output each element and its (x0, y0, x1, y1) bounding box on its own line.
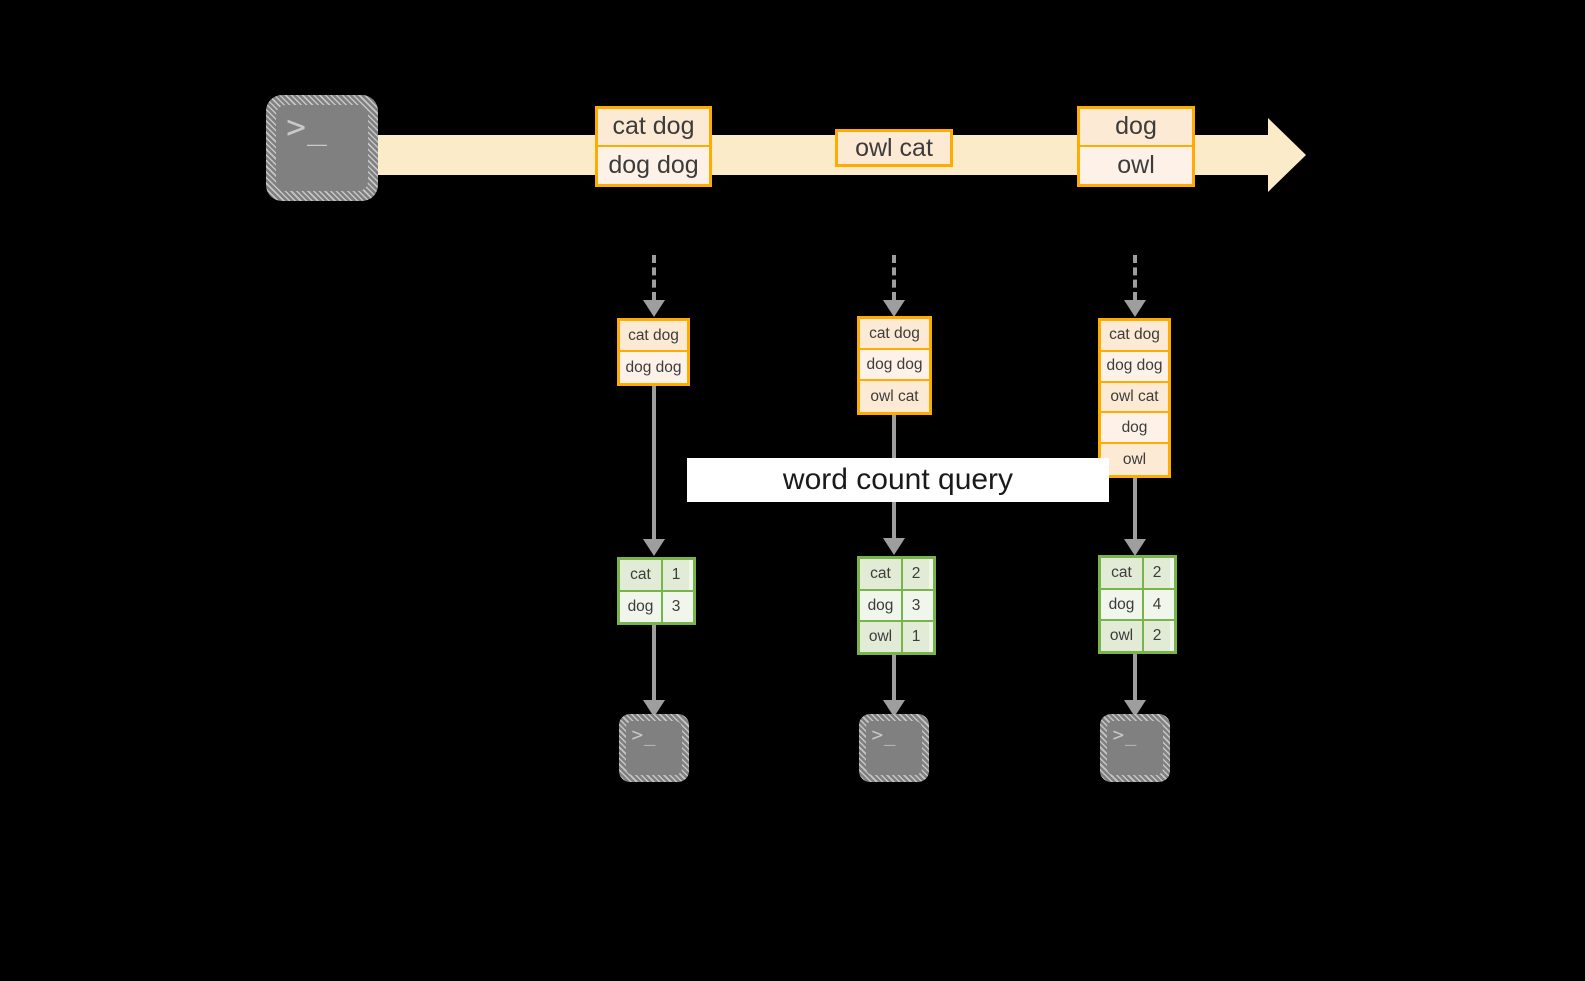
batch-1-query-arrow (643, 386, 665, 556)
result-word-cell: dog (1101, 589, 1144, 620)
stream-event-line: owl (1080, 146, 1192, 184)
result-row: owl 2 (1101, 621, 1174, 652)
trigger-arrow-batch-1 (643, 255, 665, 317)
batch-3-sink-terminal-icon[interactable]: >_ (1100, 714, 1170, 782)
batch-input-row: dog (1101, 413, 1168, 445)
result-count-cell: 2 (1144, 558, 1170, 588)
stream-event-line: cat dog (598, 109, 709, 147)
terminal-prompt-glyph: >_ (871, 724, 897, 747)
batch-2-sink-arrow (883, 655, 905, 717)
batch-3-sink-arrow (1124, 654, 1146, 717)
stream-event-line: owl cat (838, 132, 950, 164)
trigger-arrow-batch-3 (1124, 255, 1146, 317)
batch-2-input-table: cat dog dog dog owl cat (857, 316, 932, 415)
batch-input-row: owl cat (860, 381, 929, 412)
result-word-cell: dog (860, 590, 903, 621)
batch-3-query-arrow (1124, 478, 1146, 556)
stream-event-group-2: owl cat (835, 129, 953, 167)
result-count-cell: 2 (1144, 621, 1170, 652)
batch-input-row: owl cat (1101, 382, 1168, 414)
result-row: dog 3 (860, 590, 933, 623)
trigger-arrow-batch-2 (883, 255, 905, 317)
batch-input-row: cat dog (1101, 321, 1168, 352)
terminal-screen (276, 105, 368, 191)
batch-1-result-table: cat 1 dog 3 (617, 557, 696, 625)
batch-3-result-table: cat 2 dog 4 owl 2 (1098, 555, 1177, 654)
stream-event-line: dog (1080, 109, 1192, 147)
result-row: owl 1 (860, 622, 933, 653)
result-row: cat 1 (620, 560, 693, 592)
batch-input-row: owl (1101, 444, 1168, 475)
stream-event-line: dog dog (598, 146, 709, 184)
stream-event-group-1: cat dog dog dog (595, 106, 712, 187)
stream-arrowhead (1268, 118, 1306, 192)
result-word-cell: owl (860, 622, 903, 653)
result-row: dog 4 (1101, 589, 1174, 622)
batch-2-sink-terminal-icon[interactable]: >_ (859, 714, 929, 782)
batch-3-input-table: cat dog dog dog owl cat dog owl (1098, 318, 1171, 478)
result-word-cell: cat (620, 560, 663, 590)
batch-input-row: dog dog (860, 350, 929, 381)
result-word-cell: dog (620, 592, 663, 622)
batch-1-sink-terminal-icon[interactable]: >_ (619, 714, 689, 782)
result-count-cell: 1 (663, 560, 689, 590)
terminal-prompt-glyph: >_ (631, 724, 657, 747)
terminal-screen (866, 721, 922, 775)
result-word-cell: cat (1101, 558, 1144, 588)
result-row: cat 2 (860, 559, 933, 591)
batch-input-row: cat dog (860, 319, 929, 350)
result-row: cat 2 (1101, 558, 1174, 590)
terminal-prompt-glyph: >_ (286, 106, 328, 146)
result-word-cell: cat (860, 559, 903, 589)
query-label: word count query (687, 458, 1109, 502)
result-count-cell: 4 (1144, 589, 1170, 620)
stream-event-group-3: dog owl (1077, 106, 1195, 187)
result-row: dog 3 (620, 592, 693, 622)
terminal-screen (626, 721, 682, 775)
batch-2-result-table: cat 2 dog 3 owl 1 (857, 556, 936, 655)
batch-input-row: cat dog (620, 321, 687, 352)
terminal-screen (1107, 721, 1163, 775)
batch-input-row: dog dog (620, 352, 687, 383)
batch-1-input-table: cat dog dog dog (617, 318, 690, 386)
result-count-cell: 1 (903, 622, 929, 653)
batch-input-row: dog dog (1101, 351, 1168, 383)
batch-1-sink-arrow (643, 625, 665, 717)
result-count-cell: 3 (903, 590, 929, 621)
result-word-cell: owl (1101, 621, 1144, 652)
source-terminal-icon[interactable]: >_ (266, 95, 378, 201)
result-count-cell: 2 (903, 559, 929, 589)
result-count-cell: 3 (663, 592, 689, 622)
terminal-prompt-glyph: >_ (1112, 724, 1138, 747)
